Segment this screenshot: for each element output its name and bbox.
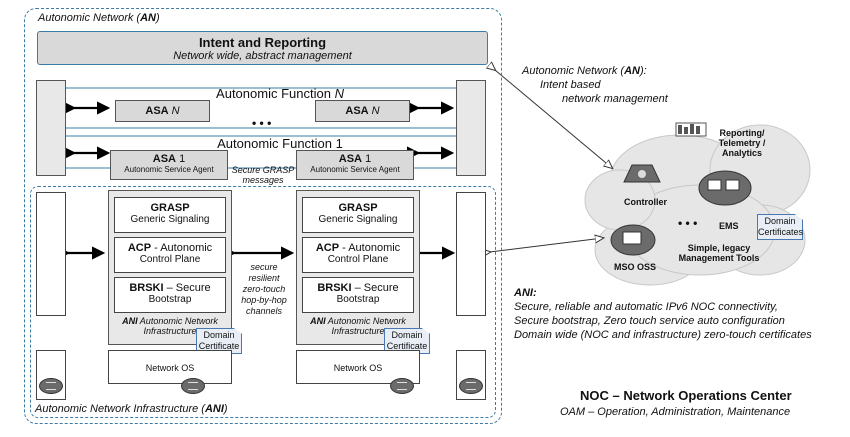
- controller-icon: [623, 164, 661, 183]
- mso-oss-icon: [610, 224, 656, 256]
- an-outer-label: Autonomic Network (AN): [38, 12, 160, 24]
- function-n-label: Autonomic Function N: [216, 86, 344, 101]
- asa-n-right: ASA N: [315, 100, 410, 122]
- ems-label: EMS: [719, 221, 739, 231]
- ani-outer-label: Autonomic Network Infrastructure (ANI): [35, 403, 228, 415]
- noc-subtitle: OAM – Operation, Administration, Mainten…: [560, 406, 791, 418]
- cloud-ellipsis: • • •: [678, 216, 698, 230]
- pillar-right-bottom: [456, 192, 486, 316]
- intent-subtitle: Network wide, abstract management: [173, 50, 352, 62]
- noc-title: NOC – Network Operations Center: [580, 388, 792, 403]
- an-outer-boundary: [24, 8, 502, 424]
- pillar-left-bottom: [36, 192, 66, 316]
- router-icon-left: [39, 378, 63, 394]
- asa-n-left: ASA N: [115, 100, 210, 122]
- pillar-left-top: [36, 80, 66, 176]
- pillar-right-top: [456, 80, 486, 176]
- reporting-icon: [675, 122, 707, 137]
- ani-description: ANI: Secure, reliable and automatic IPv6…: [514, 287, 812, 341]
- network-os-left: Network OS: [108, 350, 232, 384]
- mso-oss-label: MSO OSS: [614, 262, 657, 272]
- noc-cloud: [584, 124, 811, 286]
- intent-title: Intent and Reporting: [198, 35, 327, 50]
- asa-1-left: ASA 1 Autonomic Service Agent: [110, 150, 228, 180]
- intent-reporting-box: Intent and Reporting Network wide, abstr…: [37, 31, 488, 65]
- router-icon-mid-right: [390, 378, 414, 394]
- ani-boundary: [30, 186, 496, 418]
- reporting-label: Reporting/Telemetry /Analytics: [718, 128, 766, 158]
- ems-icon: [698, 170, 752, 206]
- function-1-label: Autonomic Function 1: [217, 136, 343, 151]
- asa-1-right: ASA 1 Autonomic Service Agent: [296, 150, 414, 180]
- router-icon-mid-left: [181, 378, 205, 394]
- ellipsis-functions: • • •: [252, 116, 272, 130]
- an-right-text: Autonomic Network (AN): Intent based net…: [522, 65, 668, 105]
- router-icon-right: [459, 378, 483, 394]
- controller-label: Controller: [624, 197, 668, 207]
